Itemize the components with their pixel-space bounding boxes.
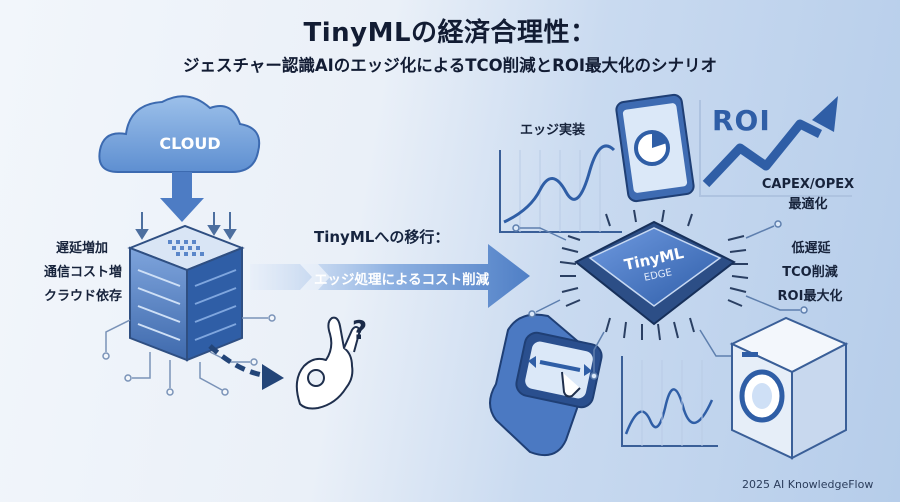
cloud-label: CLOUD bbox=[159, 134, 221, 153]
footer-credit: 2025 AI KnowledgeFlow bbox=[742, 478, 874, 491]
page-subtitle: ジェスチャー認識AIのエッジ化によるTCO削減とROI最大化のシナリオ bbox=[182, 56, 717, 75]
circuit-traces-right bbox=[512, 220, 808, 380]
roi-chart-icon bbox=[699, 96, 852, 197]
signal-chart-icon bbox=[621, 356, 718, 447]
smartwatch-icon bbox=[489, 313, 603, 456]
issue-cloud-dependency: クラウド依存 bbox=[44, 289, 123, 304]
transition-arrow bbox=[250, 244, 530, 308]
arrow-label: エッジ処理によるコスト削減 bbox=[314, 272, 490, 288]
washing-machine-icon bbox=[729, 316, 849, 460]
issue-latency: 遅延増加 bbox=[56, 241, 109, 256]
benefit-low-latency: 低遅延 bbox=[791, 241, 831, 256]
capex-line2: 最適化 bbox=[788, 197, 828, 212]
server-icon bbox=[127, 224, 245, 362]
hand-gesture-icon bbox=[295, 316, 361, 410]
question-mark: ? bbox=[352, 316, 368, 346]
transition-label: TinyMLへの移行： bbox=[314, 228, 450, 246]
benefit-tco: TCO削減 bbox=[782, 265, 838, 280]
issue-comm-cost: 通信コスト増 bbox=[44, 265, 123, 280]
tablet-device-icon bbox=[615, 93, 695, 203]
signal-arrows-icon bbox=[135, 212, 237, 240]
circuit-traces bbox=[102, 314, 276, 396]
dashed-arrow-icon bbox=[208, 344, 284, 390]
capex-line1: CAPEX/OPEX bbox=[761, 177, 855, 192]
down-arrow-icon bbox=[160, 172, 204, 222]
cloud-icon bbox=[98, 95, 261, 173]
edge-chart-icon bbox=[499, 144, 622, 233]
tinyml-chip-icon bbox=[559, 209, 749, 341]
benefit-roi: ROI最大化 bbox=[777, 289, 843, 304]
edge-impl-label: エッジ実装 bbox=[520, 123, 586, 138]
roi-label: ROI bbox=[712, 104, 771, 137]
page-title: TinyMLの経済合理性： bbox=[303, 18, 597, 48]
